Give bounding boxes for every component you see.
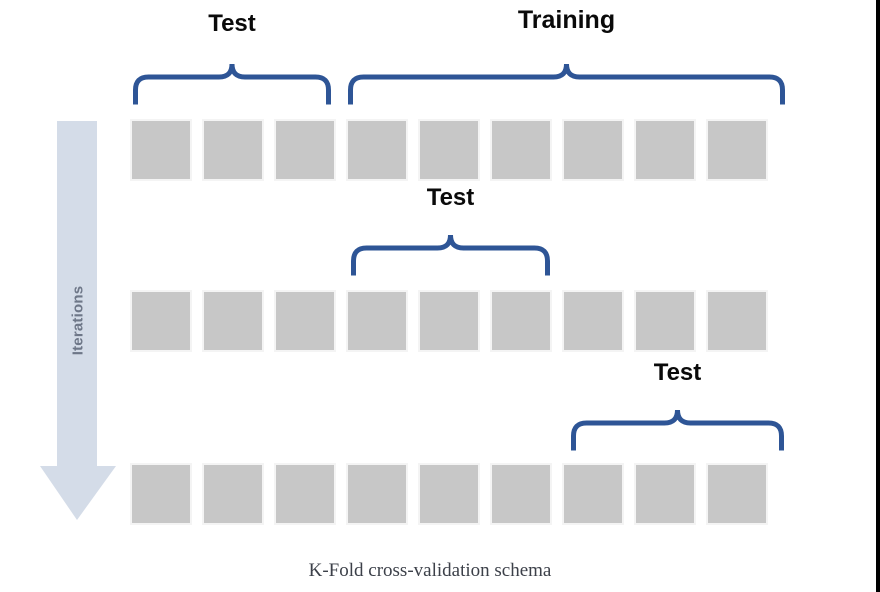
brace-test-3 <box>571 403 784 453</box>
fold-box <box>276 292 334 350</box>
brace-test-3-label: Test <box>571 359 784 387</box>
fold-box <box>708 465 766 523</box>
fold-box <box>492 292 550 350</box>
brace-label-text: Test <box>653 359 702 386</box>
fold-box <box>348 465 406 523</box>
brace-test-1-label: Test <box>133 10 331 38</box>
fold-box <box>564 121 622 179</box>
fold-box <box>420 465 478 523</box>
fold-box <box>132 465 190 523</box>
brace-test-1 <box>133 55 331 107</box>
fold-box <box>132 121 190 179</box>
fold-row-2 <box>132 292 783 350</box>
fold-box <box>708 292 766 350</box>
brace-training-1 <box>348 51 785 107</box>
fold-box <box>564 292 622 350</box>
fold-box <box>492 121 550 179</box>
brace-label-text: Test <box>208 10 256 37</box>
fold-box <box>420 292 478 350</box>
fold-box <box>276 465 334 523</box>
brace-training-1-label: Training <box>348 6 785 35</box>
brace-test-2 <box>351 228 550 278</box>
fold-box <box>204 121 262 179</box>
fold-row-3 <box>132 465 783 523</box>
right-edge-strip <box>876 0 880 592</box>
fold-box <box>492 465 550 523</box>
brace-test-2-label: Test <box>351 184 550 212</box>
fold-box <box>708 121 766 179</box>
fold-box <box>636 121 694 179</box>
fold-box <box>348 121 406 179</box>
fold-box <box>348 292 406 350</box>
fold-box <box>420 121 478 179</box>
fold-box <box>564 465 622 523</box>
fold-box <box>204 465 262 523</box>
brace-label-text: Test <box>426 184 475 211</box>
fold-row-1 <box>132 121 783 179</box>
fold-box <box>204 292 262 350</box>
iterations-arrow-icon <box>40 121 116 520</box>
figure-caption: K-Fold cross-validation schema <box>308 560 552 581</box>
fold-box <box>636 292 694 350</box>
fold-box <box>132 292 190 350</box>
fold-box <box>276 121 334 179</box>
fold-box <box>636 465 694 523</box>
brace-label-text: Training <box>517 6 616 34</box>
